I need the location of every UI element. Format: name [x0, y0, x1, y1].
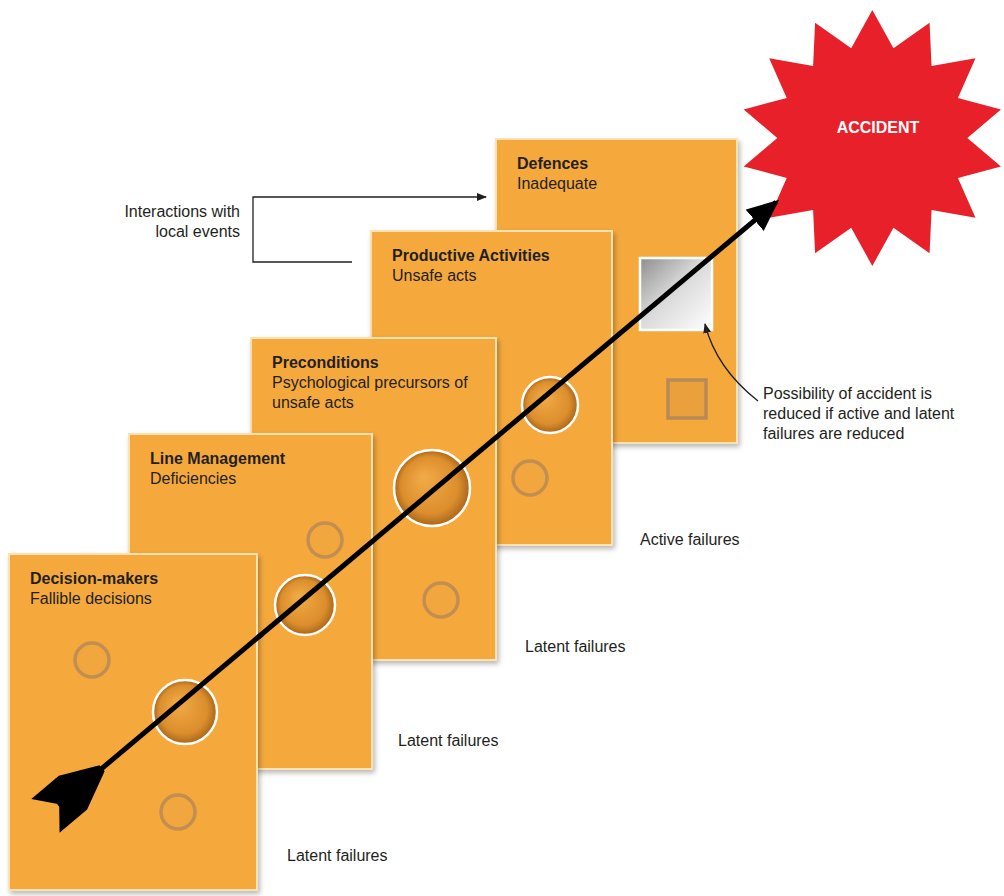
- slice-heading: Productive Activities: [392, 246, 592, 266]
- slice-heading: Defences: [517, 154, 717, 174]
- slice-heading: Preconditions: [272, 353, 472, 373]
- slice-description: Unsafe acts: [392, 266, 592, 286]
- slice-description: Inadequate: [517, 174, 717, 194]
- failure-label: Active failures: [640, 530, 790, 550]
- small-hole: [513, 461, 547, 495]
- hole: [394, 450, 470, 526]
- accident-label: ACCIDENT: [738, 118, 1004, 138]
- barrier-slice: Decision-makersFallible decisions: [8, 553, 258, 891]
- slice-description: Psychological precursors of unsafe acts: [272, 373, 472, 413]
- small-square-hole: [668, 380, 706, 418]
- slice-heading: Line Management: [150, 449, 350, 469]
- small-hole: [75, 643, 109, 677]
- hole: [522, 377, 578, 433]
- star-shape: [744, 10, 1001, 266]
- slice-heading: Decision-makers: [30, 569, 230, 589]
- annotation-note: Possibility of accident is reduced if ac…: [763, 384, 978, 444]
- slice-description: Deficiencies: [150, 469, 350, 489]
- small-hole: [308, 523, 342, 557]
- star-outline: [738, 10, 1004, 268]
- arrow-connector: [258, 202, 776, 637]
- small-hole: [424, 583, 458, 617]
- hole: [275, 575, 335, 635]
- failure-label: Latent failures: [398, 731, 548, 751]
- square-hole: [640, 258, 712, 330]
- slice-description: Fallible decisions: [30, 589, 230, 609]
- failure-label: Latent failures: [287, 846, 437, 866]
- failure-label: Latent failures: [525, 637, 675, 657]
- hole: [153, 680, 217, 744]
- annotation-note: Interactions with local events: [90, 202, 240, 242]
- accident-star: ACCIDENT: [738, 10, 1004, 268]
- arrow-fletching: [31, 751, 116, 832]
- small-hole: [161, 795, 195, 829]
